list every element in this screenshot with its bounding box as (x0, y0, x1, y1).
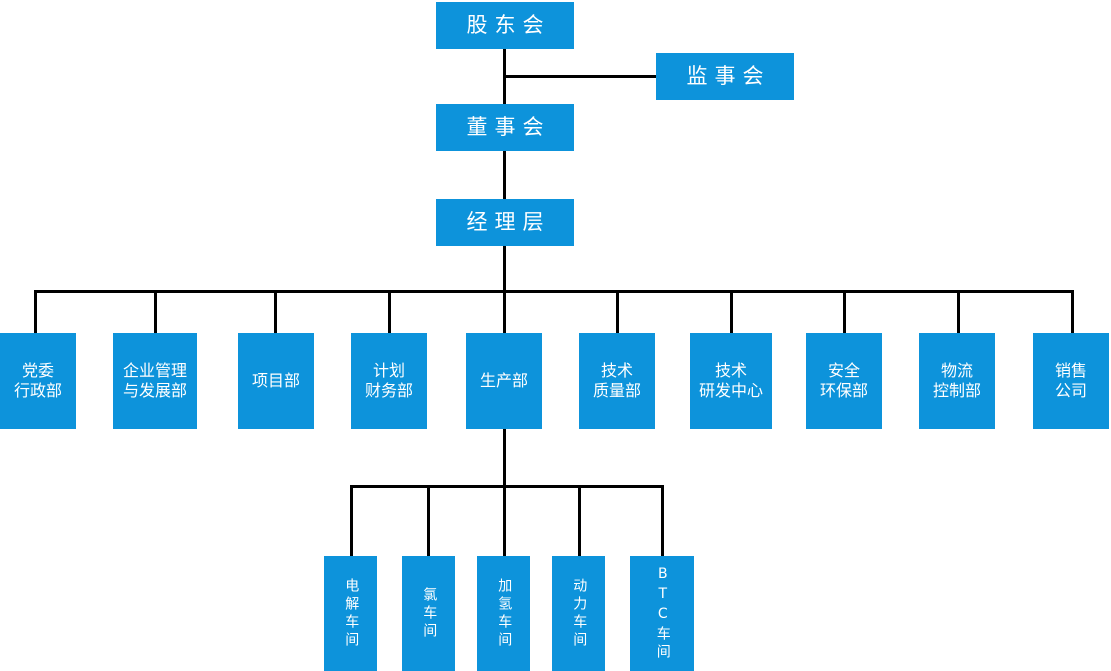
node-department-2-label: 企业管理 与发展部 (122, 361, 187, 400)
node-department-5[interactable]: 生产部 (466, 333, 542, 429)
connector-drop-workshop-3 (503, 485, 506, 557)
node-department-1[interactable]: 党委 行政部 (0, 333, 76, 429)
node-workshop-1[interactable]: 电解车间 (324, 556, 377, 671)
node-workshop-2[interactable]: 氯车间 (402, 556, 455, 671)
node-department-9-label: 物流 控制部 (932, 361, 981, 400)
connector-drop-workshop-1 (350, 485, 353, 557)
connector-drop-dept-8 (843, 290, 846, 334)
node-workshop-5-label: BTC车间 (654, 565, 671, 662)
node-department-8[interactable]: 安全 环保部 (806, 333, 882, 429)
connector-board-to-management (503, 150, 506, 200)
node-department-4[interactable]: 计划 财务部 (351, 333, 427, 429)
node-supervisory-board[interactable]: 监事会 (656, 53, 794, 100)
node-department-8-label: 安全 环保部 (819, 361, 868, 400)
connector-drop-dept-3 (274, 290, 277, 334)
connector-drop-dept-9 (957, 290, 960, 334)
node-department-2[interactable]: 企业管理 与发展部 (113, 333, 197, 429)
node-department-6[interactable]: 技术 质量部 (579, 333, 655, 429)
node-board-of-directors[interactable]: 董事会 (436, 104, 574, 151)
node-department-7-label: 技术 研发中心 (698, 361, 763, 400)
node-department-3-label: 项目部 (251, 371, 300, 390)
node-department-1-label: 党委 行政部 (13, 361, 62, 400)
node-board-of-directors-label: 董事会 (466, 115, 551, 140)
node-shareholders[interactable]: 股东会 (436, 2, 574, 49)
node-department-6-label: 技术 质量部 (592, 361, 641, 400)
node-workshop-4-label: 动力车间 (571, 577, 588, 650)
connector-production-to-workshop-bus (503, 429, 506, 488)
node-shareholders-label: 股东会 (466, 13, 551, 38)
node-management-label: 经理层 (466, 210, 551, 235)
node-department-5-label: 生产部 (479, 371, 528, 390)
node-workshop-4[interactable]: 动力车间 (552, 556, 605, 671)
node-department-10-label: 销售 公司 (1054, 361, 1087, 400)
node-workshop-3-label: 加氢车间 (496, 577, 513, 650)
connector-department-bus (34, 290, 1074, 293)
connector-drop-dept-5 (503, 290, 506, 334)
node-workshop-2-label: 氯车间 (421, 586, 438, 641)
node-management[interactable]: 经理层 (436, 199, 574, 246)
connector-shareholders-to-supervisors (503, 75, 657, 78)
node-department-9[interactable]: 物流 控制部 (919, 333, 995, 429)
connector-management-to-bus (503, 245, 506, 292)
connector-drop-dept-4 (388, 290, 391, 334)
node-department-4-label: 计划 财务部 (364, 361, 413, 400)
connector-drop-dept-10 (1071, 290, 1074, 334)
connector-drop-dept-2 (154, 290, 157, 334)
node-supervisory-board-label: 监事会 (686, 64, 771, 89)
connector-drop-workshop-2 (427, 485, 430, 557)
connector-drop-dept-7 (730, 290, 733, 334)
node-department-10[interactable]: 销售 公司 (1033, 333, 1109, 429)
connector-drop-dept-6 (616, 290, 619, 334)
node-department-7[interactable]: 技术 研发中心 (690, 333, 772, 429)
connector-drop-dept-1 (34, 290, 37, 334)
node-workshop-3[interactable]: 加氢车间 (477, 556, 530, 671)
node-workshop-5[interactable]: BTC车间 (630, 556, 694, 671)
connector-workshop-bus (350, 485, 664, 488)
connector-drop-workshop-4 (578, 485, 581, 557)
connector-drop-workshop-5 (661, 485, 664, 557)
node-department-3[interactable]: 项目部 (238, 333, 314, 429)
node-workshop-1-label: 电解车间 (343, 577, 360, 650)
